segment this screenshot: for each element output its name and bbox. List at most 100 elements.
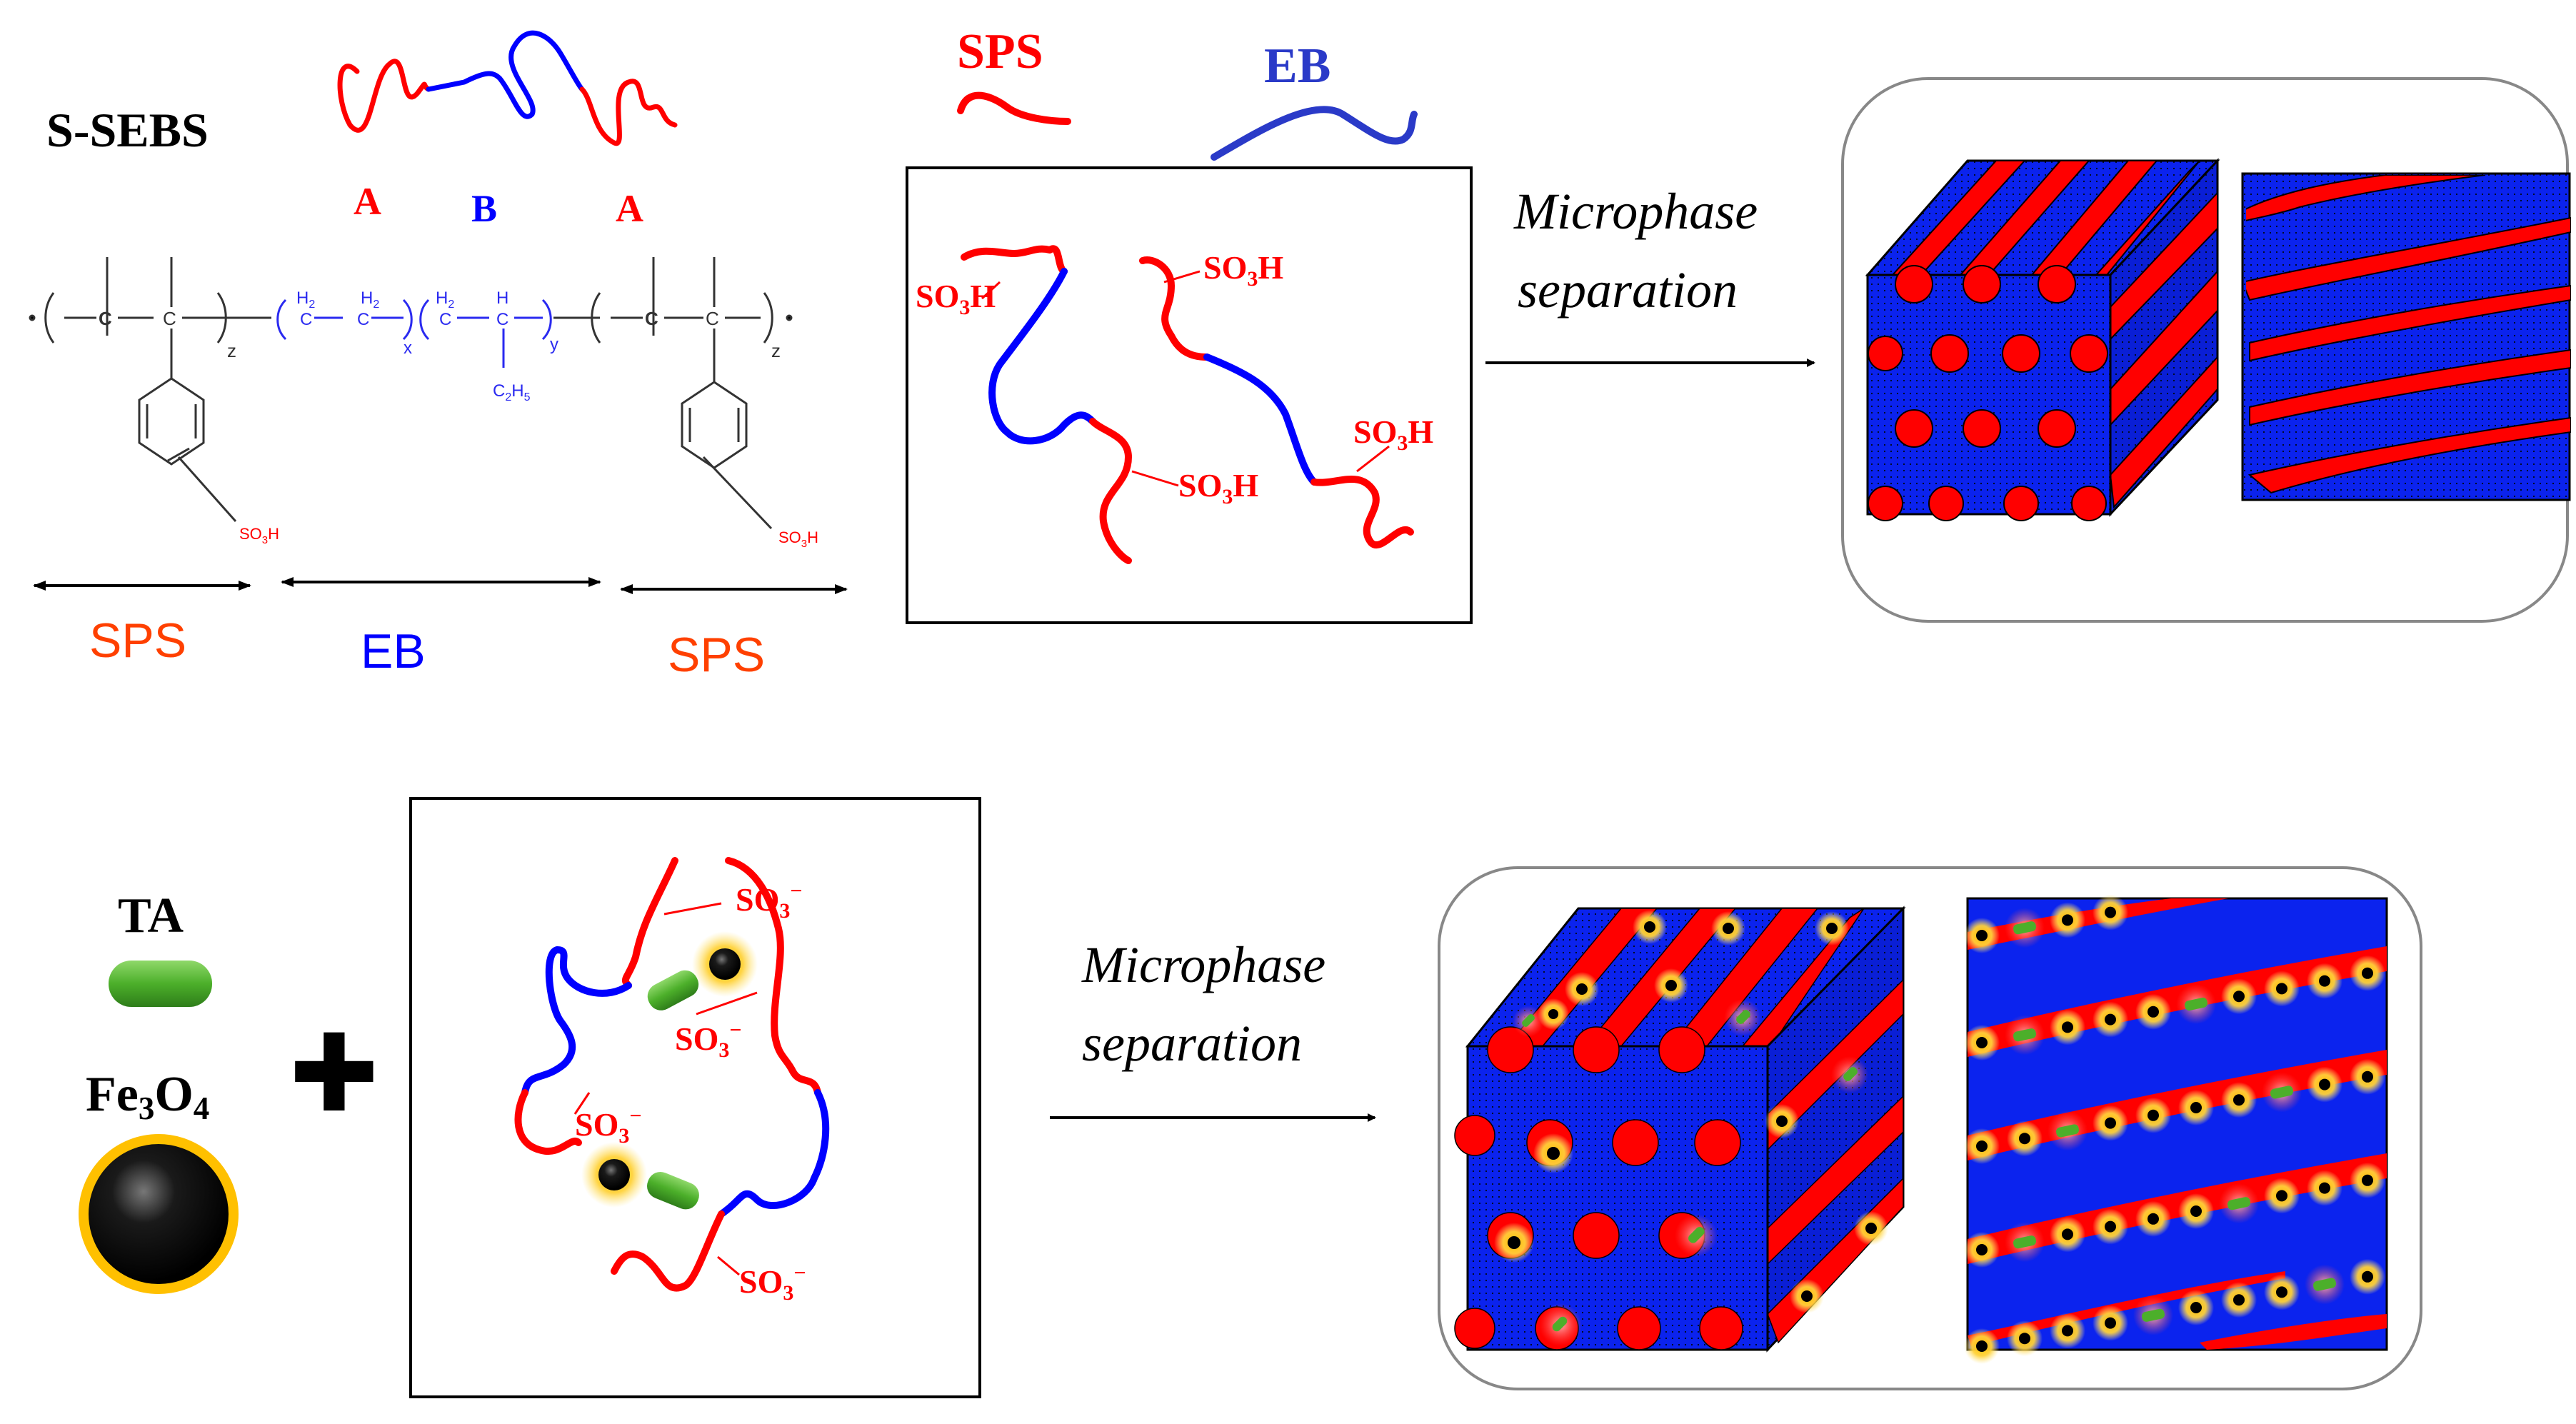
nanoparticle-core xyxy=(2062,914,2073,926)
struct-c-eb4: C xyxy=(496,310,508,329)
chain-drawings xyxy=(961,245,1414,564)
nanoparticle-core xyxy=(1976,1140,1988,1152)
struct-c-eb1: C xyxy=(300,310,312,329)
ion-connectors xyxy=(573,902,758,1276)
struct-c2: C xyxy=(163,308,176,329)
legend-eb-label: EB xyxy=(1264,39,1330,94)
nanoparticle-core xyxy=(2062,1325,2073,1337)
bottom-cube xyxy=(1454,906,1906,1353)
struct-y: y xyxy=(550,335,558,354)
struct-c-eb2: C xyxy=(357,310,369,329)
struct-c3: C xyxy=(645,308,658,329)
ta-rod xyxy=(2227,1197,2250,1210)
top-arrow-label-1: Microphase xyxy=(1513,183,1758,240)
top-lamellar-slab xyxy=(2241,172,2571,501)
nanoparticle-core xyxy=(2233,991,2245,1003)
block-b-label: B xyxy=(471,187,497,230)
block-a-right-label: A xyxy=(616,187,643,230)
ta-rod xyxy=(2313,1278,2336,1291)
bottom-cube-particles xyxy=(1494,910,1888,1346)
struct-ethyl: C2H5 xyxy=(493,381,531,403)
ta-rod xyxy=(2013,1235,2036,1249)
nanoparticle-core xyxy=(2147,1213,2159,1225)
nanoparticle-core xyxy=(2190,1302,2202,1313)
range-label-sps-right: SPS xyxy=(668,628,765,682)
nanoparticle-core xyxy=(2190,1102,2202,1113)
ion-label-2: SO3− xyxy=(675,1018,741,1062)
ta-rod xyxy=(2270,1085,2293,1099)
ion-chain-drawings xyxy=(514,857,830,1292)
nanoparticle-core xyxy=(2319,975,2330,987)
nanoparticle-core xyxy=(1976,1244,1988,1255)
ion-chain-box xyxy=(409,797,981,1398)
ion-label-1: SO3− xyxy=(736,879,802,923)
chain-label-4: SO3H xyxy=(1353,413,1433,455)
nanoparticle-core xyxy=(2319,1078,2330,1090)
nanoparticle-core xyxy=(2362,1174,2373,1186)
ta-rod xyxy=(2013,921,2036,935)
plus-icon: ✚ xyxy=(289,1013,379,1133)
range-label-eb: EB xyxy=(361,624,426,678)
nanoparticle-core xyxy=(2362,967,2373,979)
bottom-lamellar-slab xyxy=(1964,894,2388,1364)
so3h-small-left: SO3H xyxy=(239,525,279,546)
nanoparticle-core xyxy=(1976,1037,1988,1048)
struct-c1: C xyxy=(99,308,112,329)
nanoparticle-core xyxy=(2062,1228,2073,1240)
nanoparticle-core xyxy=(2105,1117,2116,1129)
bottom-arrow-label-1: Microphase xyxy=(1081,936,1325,993)
chain-label-3: SO3H xyxy=(1178,467,1258,508)
nanoparticle-core xyxy=(2019,1333,2030,1345)
struct-z-right: z xyxy=(771,340,781,361)
fe3o4-label: Fe3O4 xyxy=(86,1067,209,1126)
nanoparticle-core xyxy=(2233,1094,2245,1106)
chain-connectors xyxy=(981,270,1390,487)
bottom-slab-particles xyxy=(1964,894,2385,1364)
ion-label-3: SO3− xyxy=(575,1104,641,1148)
nanoparticle-core xyxy=(2276,1190,2287,1202)
legend-sps-line xyxy=(957,91,1071,125)
struct-z-left: z xyxy=(227,340,236,361)
nanoparticle-core xyxy=(2362,1270,2373,1283)
so3h-small-right: SO3H xyxy=(778,528,818,550)
chain-label-2: SO3H xyxy=(1203,249,1283,291)
ta-label: TA xyxy=(118,888,184,943)
ta-icon xyxy=(109,961,212,1007)
nanoparticle-core xyxy=(2105,1013,2116,1026)
sebs-title: S-SEBS xyxy=(46,103,209,157)
ta-rod xyxy=(2185,997,2207,1011)
range-arrows xyxy=(33,577,848,594)
top-cube-cylinders xyxy=(1868,265,2108,521)
nanoparticle-core xyxy=(2362,1070,2373,1083)
nanoparticle-core xyxy=(2062,1021,2073,1033)
struct-c-eb3: C xyxy=(439,310,451,329)
nanoparticle-core xyxy=(2105,906,2116,918)
struct-x: x xyxy=(404,339,412,358)
chemical-structure xyxy=(29,257,793,530)
top-arrow-label-2: separation xyxy=(1518,261,1738,319)
nanoparticle-core xyxy=(2147,1006,2159,1018)
chain-label-1: SO3H xyxy=(916,278,996,319)
struct-h2-1: H2 xyxy=(296,289,315,311)
struct-h2-3: H2 xyxy=(436,289,454,311)
ta-rod xyxy=(2013,1028,2036,1042)
struct-h: H xyxy=(496,289,508,308)
struct-h2-2: H2 xyxy=(361,289,379,311)
aba-polymer-sketch xyxy=(337,30,678,146)
nanoparticle-core xyxy=(1976,930,1988,941)
ta-rod xyxy=(2056,1124,2079,1138)
range-label-sps-left: SPS xyxy=(89,613,186,668)
eb-structure xyxy=(276,299,552,368)
nanoparticle-core xyxy=(2105,1220,2116,1233)
ion-label-4: SO3− xyxy=(739,1261,806,1305)
struct-c4: C xyxy=(706,308,719,329)
legend-sps-label: SPS xyxy=(957,24,1043,79)
block-a-left-label: A xyxy=(354,180,381,223)
fe3o4-nanoparticle-icon xyxy=(79,1134,239,1294)
ta-rod xyxy=(2142,1308,2165,1322)
nanoparticle-core xyxy=(2276,1286,2287,1298)
top-cube xyxy=(1865,158,2220,521)
nanoparticle-core xyxy=(1976,1340,1988,1352)
bottom-arrow-label-2: separation xyxy=(1082,1015,1302,1072)
nanoparticle-core xyxy=(2319,1182,2330,1194)
